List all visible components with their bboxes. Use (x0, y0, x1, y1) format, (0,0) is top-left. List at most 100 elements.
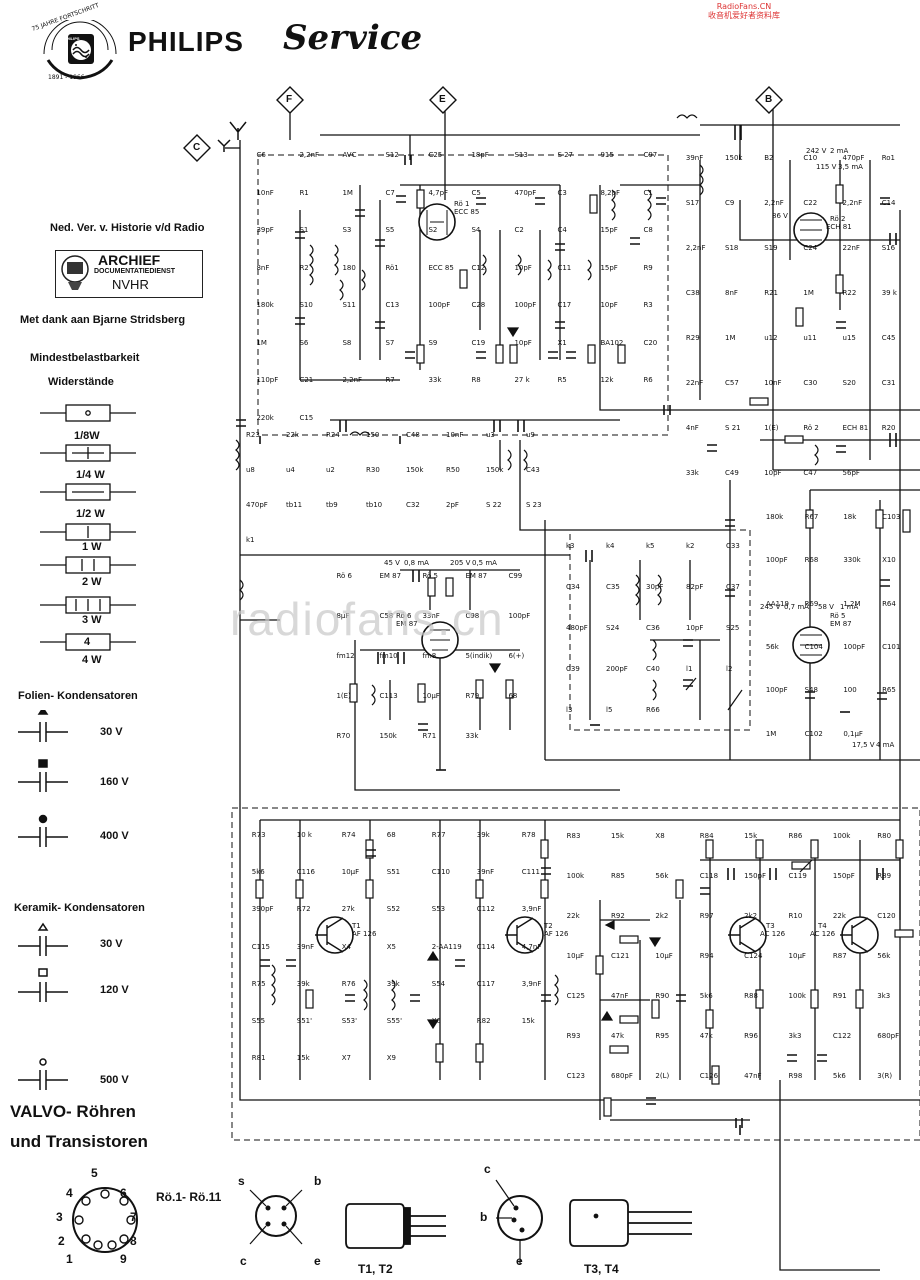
component-label: X10 (882, 556, 896, 565)
component-label: R97 (699, 912, 714, 920)
voltage-label: 245 V (760, 603, 781, 611)
component-label: R78 (521, 831, 536, 840)
component-label: l1 (686, 665, 693, 674)
component-label: C10 (803, 153, 818, 162)
component-label: C110 (431, 868, 450, 877)
component-label: 82pF (686, 583, 704, 592)
component-label: 100pF (765, 686, 788, 695)
component-label: 33k (465, 732, 479, 740)
component-label: 8nF (725, 288, 738, 297)
component-label: R1 (299, 188, 309, 197)
pin-3: 3 (56, 1210, 63, 1224)
component-label: S1 (299, 226, 309, 235)
component-label: R89 (877, 872, 892, 880)
component-label: C103 (882, 513, 901, 521)
component-label: Rö 2 (803, 423, 819, 432)
component-label: 1M (803, 288, 814, 297)
component-label: R70 (336, 732, 351, 740)
site-watermark-name: RadioFans.CN (716, 2, 772, 11)
component-label: C31 (881, 378, 896, 387)
component-label: R90 (655, 992, 670, 1000)
connector-b: B (765, 94, 773, 105)
component-label: 2pF (446, 500, 459, 509)
component-label: 22k (832, 912, 846, 920)
component-label: 10nF (764, 378, 782, 387)
legend-title: Mindestbelastbarkeit (30, 352, 140, 364)
component-label: C123 (566, 1072, 585, 1080)
component-label: S20 (842, 378, 856, 387)
pin-1: 1 (66, 1252, 73, 1266)
component-label: R85 (611, 872, 625, 880)
component-label: S4 (471, 226, 481, 235)
tube-ro5-type: EM 87 (830, 620, 852, 628)
component-label: 180k (765, 513, 784, 521)
transistor-t2-type: AF 126 (544, 930, 569, 938)
component-label: 12k (600, 376, 614, 385)
site-watermark-sub: 收音机爱好者资料库 (708, 11, 780, 20)
component-label: C32 (406, 500, 420, 509)
component-label: R22 (842, 288, 857, 297)
t3-t4-label: T3, T4 (584, 1262, 619, 1276)
component-label: 10pF (514, 263, 532, 272)
component-label: C121 (611, 952, 630, 960)
component-label: R6 (643, 376, 653, 385)
component-label: C30 (803, 378, 818, 387)
component-label: C98 (465, 612, 480, 620)
component-label: S5 (385, 226, 395, 235)
connector-e: E (439, 94, 446, 105)
component-label: k4 (606, 542, 615, 551)
connector-diamonds (183, 86, 783, 162)
component-label: R29 (685, 333, 700, 342)
component-label: u3 (486, 430, 495, 439)
component-label: R71 (422, 732, 437, 740)
component-label: 39pF (256, 226, 274, 235)
component-label: u8 (246, 465, 255, 474)
current-label: 1 mA (840, 603, 859, 611)
component-label: R72 (296, 905, 311, 914)
component-label: Rö1 (385, 263, 399, 272)
component-label: S55 (251, 1016, 266, 1025)
component-label: S53 (431, 905, 446, 914)
component-label: 680pF (877, 1032, 900, 1040)
component-label: 15pF (600, 226, 618, 235)
component-label: 15pF (600, 263, 618, 272)
voltage-label: 17,5 V (852, 741, 875, 749)
component-label: S17 (685, 198, 700, 207)
component-label: C8 (643, 226, 653, 235)
component-label: ECC 85 (428, 263, 454, 272)
component-label: 15k (744, 832, 758, 840)
component-label: C11 (557, 263, 572, 272)
component-label: R80 (877, 832, 892, 840)
component-label: C117 (476, 979, 495, 988)
component-label: C1 (643, 188, 653, 197)
voltage-label: 242 V (806, 147, 827, 155)
component-label: C4 (557, 226, 567, 235)
philips-jubilee-logo-icon (43, 20, 117, 80)
component-label: u12 (764, 333, 778, 342)
component-label: k5 (646, 542, 655, 551)
component-label: u2 (326, 465, 335, 474)
component-label: BA102 (600, 338, 624, 347)
component-label: 10µF (655, 952, 673, 960)
component-label: 56k (655, 872, 669, 880)
component-label: 1,2M (843, 599, 861, 608)
component-label: R92 (611, 912, 625, 920)
component-label: R69 (804, 599, 819, 608)
component-label: C102 (804, 729, 823, 738)
service-title: Service (283, 18, 423, 58)
component-label: R64 (882, 599, 896, 608)
component-label: X4 (341, 942, 351, 951)
component-label: tb11 (286, 500, 303, 509)
component-label: C47 (803, 468, 818, 477)
component-label: C49 (725, 468, 739, 477)
component-label: 39k (296, 979, 310, 988)
component-label: 100pF (514, 301, 537, 310)
component-label: R88 (744, 992, 758, 1000)
component-label: l2 (726, 665, 733, 674)
component-label: 10pF (764, 468, 782, 477)
voltage-label: 58 V (818, 603, 834, 611)
component-label: C57 (725, 378, 739, 387)
credit-line: Ned. Ver. v. Historie v/d Radio (50, 222, 205, 234)
component-label: 3(R) (877, 1072, 893, 1080)
component-label: 2,2nF (299, 151, 320, 160)
